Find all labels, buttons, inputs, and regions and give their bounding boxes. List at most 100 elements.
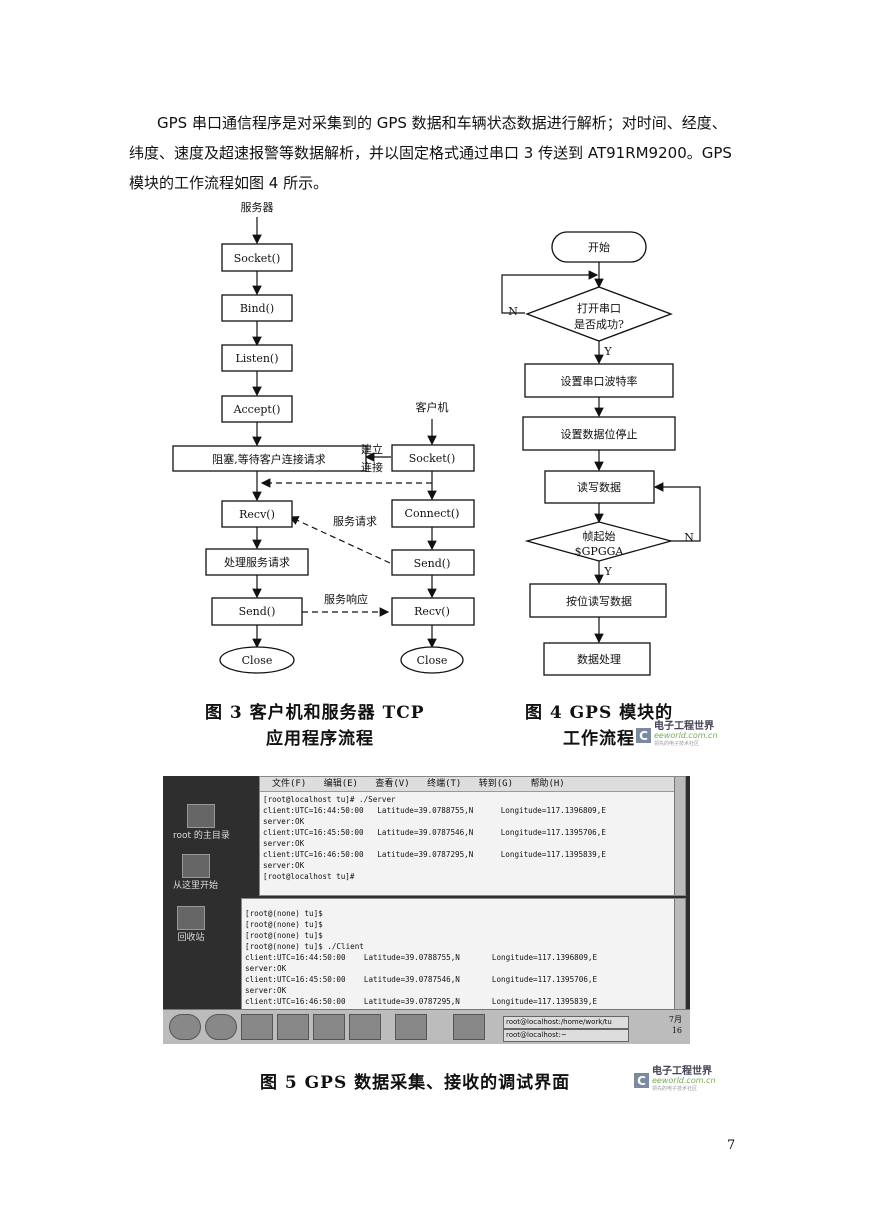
logo-line-1: 电子工程世界: [652, 1067, 716, 1076]
no-label-2: N: [684, 531, 694, 544]
desktop-icon-label: 从这里开始: [173, 878, 218, 891]
yes-label-1: Y: [603, 345, 612, 358]
block-box: 阻塞,等待客户连接请求: [212, 452, 326, 466]
desktop-icon-label: root 的主目录: [173, 828, 230, 841]
eeworld-logo-icon: C: [636, 728, 651, 743]
yes-label-2: Y: [603, 565, 612, 578]
clock-month: 7月: [669, 1014, 682, 1025]
data-process-box: 数据处理: [577, 652, 621, 666]
client-scrollbar[interactable]: [674, 899, 685, 1009]
logo-line-2: eeworld.com.cn: [652, 1076, 716, 1085]
figure-5-screenshot: root 的主目录 从这里开始 回收站 文件(F) 编辑(E) 查看(V) 终端…: [163, 776, 690, 1044]
editor-icon[interactable]: [349, 1014, 381, 1040]
establish-label-1: 建立: [361, 442, 383, 456]
desktop-icon-start[interactable]: 从这里开始: [173, 854, 218, 891]
terminal-icon[interactable]: [395, 1014, 427, 1040]
bind-box: Bind(): [240, 302, 274, 315]
office-icon[interactable]: [277, 1014, 309, 1040]
menu-view[interactable]: 查看(V): [375, 779, 409, 789]
service-response-label: 服务响应: [324, 592, 368, 606]
terminal-line: client:UTC=16:45:50:00 Latitude=39.07875…: [245, 974, 673, 985]
taskbar-task-2[interactable]: root@localhost:~: [503, 1029, 629, 1042]
figure-3-caption-line-1: 图 3 客户机和服务器 TCP: [205, 698, 425, 723]
terminal-line: client:UTC=16:46:50:00 Latitude=39.07872…: [263, 849, 673, 860]
client-label: 客户机: [416, 400, 449, 414]
service-request-label: 服务请求: [333, 515, 377, 528]
client-terminal-window[interactable]: [root@(none) tu]$ [root@(none) tu]$ [roo…: [241, 898, 686, 1010]
set-bits-box: 设置数据位停止: [561, 427, 638, 441]
logo-line-2: eeworld.com.cn: [654, 731, 718, 740]
taskbar: root@localhost:/home/work/tu root@localh…: [163, 1009, 690, 1044]
terminal-prompt[interactable]: [root@localhost tu]#: [263, 871, 673, 882]
figure-4-caption-line-2: 工作流程: [563, 724, 635, 749]
open-port-text-1: 打开串口: [577, 301, 621, 315]
terminal-line: server:OK: [263, 816, 673, 827]
printer-icon[interactable]: [313, 1014, 345, 1040]
clock: 7月 16: [669, 1014, 682, 1036]
terminal-line: server:OK: [263, 860, 673, 871]
bitwise-box: 按位读写数据: [566, 594, 632, 608]
establish-label-2: 连接: [361, 461, 383, 474]
terminal-line: client:UTC=16:46:50:00 Latitude=39.07872…: [245, 996, 673, 1007]
menu-terminal[interactable]: 终端(T): [427, 779, 461, 789]
menu-help[interactable]: 帮助(H): [530, 779, 564, 789]
terminal-line: client:UTC=16:44:50:00 Latitude=39.07887…: [245, 952, 673, 963]
client-send-box: Send(): [414, 557, 451, 570]
desktop-icon-label: 回收站: [177, 930, 204, 943]
terminal-line: server:OK: [245, 963, 673, 974]
figure-5-caption: 图 5 GPS 数据采集、接收的调试界面: [260, 1068, 570, 1093]
terminal-menu-bar: 文件(F) 编辑(E) 查看(V) 终端(T) 转到(G) 帮助(H): [260, 777, 685, 792]
frame-text-1: 帧起始: [583, 529, 616, 543]
socket-box: Socket(): [234, 252, 281, 265]
process-box: 处理服务请求: [224, 556, 290, 569]
eeworld-logo: C 电子工程世界 eeworld.com.cn 领先的电子技术社区: [636, 722, 718, 749]
recv-box: Recv(): [239, 508, 275, 521]
frame-text-2: $GPGGA: [575, 545, 625, 558]
client-close-oval: Close: [417, 654, 448, 667]
desktop-icon-trash[interactable]: 回收站: [177, 906, 205, 943]
trash-icon: [177, 906, 205, 930]
taskbar-task-1[interactable]: root@localhost:/home/work/tu: [503, 1016, 629, 1029]
no-label-1: N: [508, 305, 518, 318]
figure-4-gps-flowchart: 开始 打开串口 是否成功? N Y 设置串口波特率 设置数据位停止 读写数据 帧…: [495, 225, 720, 685]
close-oval: Close: [242, 654, 273, 667]
browser-icon[interactable]: [205, 1014, 237, 1040]
accept-box: Accept(): [233, 403, 281, 416]
server-terminal-window[interactable]: 文件(F) 编辑(E) 查看(V) 终端(T) 转到(G) 帮助(H) [roo…: [259, 776, 686, 896]
terminal-line: [root@(none) tu]$: [245, 930, 673, 941]
terminal-line: [root@(none) tu]$: [245, 919, 673, 930]
open-port-text-2: 是否成功?: [574, 318, 624, 331]
menu-file[interactable]: 文件(F): [272, 779, 306, 789]
logo-line-3: 领先的电子技术社区: [654, 740, 718, 749]
set-baud-box: 设置串口波特率: [561, 374, 638, 388]
terminal-launcher-icon[interactable]: [453, 1014, 485, 1040]
body-paragraph: GPS 串口通信程序是对采集到的 GPS 数据和车辆状态数据进行解析；对时间、经…: [129, 108, 741, 198]
eeworld-logo-2: C 电子工程世界 eeworld.com.cn 领先的电子技术社区: [634, 1067, 716, 1094]
server-label: 服务器: [241, 201, 274, 214]
page-number: 7: [727, 1138, 735, 1153]
client-socket-box: Socket(): [409, 452, 456, 465]
menu-go[interactable]: 转到(G): [479, 779, 513, 789]
figure-3-caption-line-2: 应用程序流程: [266, 724, 374, 749]
menu-edit[interactable]: 编辑(E): [324, 779, 358, 789]
terminal-line: [root@localhost tu]# ./Server: [263, 794, 673, 805]
listen-box: Listen(): [235, 352, 278, 365]
send-box: Send(): [239, 605, 276, 618]
logo-line-3: 领先的电子技术社区: [652, 1085, 716, 1094]
terminal-line: client:UTC=16:44:50:00 Latitude=39.07887…: [263, 805, 673, 816]
terminal-line: [root@(none) tu]$: [245, 908, 673, 919]
server-scrollbar[interactable]: [674, 777, 685, 895]
start-menu-icon[interactable]: [169, 1014, 201, 1040]
figure-3-tcp-flowchart: 服务器 Socket() Bind() Listen() Accept() 阻塞…: [160, 195, 490, 685]
mail-icon[interactable]: [241, 1014, 273, 1040]
terminal-line: client:UTC=16:45:50:00 Latitude=39.07875…: [263, 827, 673, 838]
client-output: [root@(none) tu]$ [root@(none) tu]$ [roo…: [245, 908, 673, 1007]
home-folder-icon: [187, 804, 215, 828]
paragraph-text: GPS 串口通信程序是对采集到的 GPS 数据和车辆状态数据进行解析；对时间、经…: [129, 108, 741, 198]
eeworld-logo-icon: C: [634, 1073, 649, 1088]
desktop-icon-home[interactable]: root 的主目录: [173, 804, 230, 841]
terminal-line: server:OK: [245, 985, 673, 996]
logo-line-1: 电子工程世界: [654, 722, 718, 731]
terminal-line: server:OK: [263, 838, 673, 849]
figure-4-caption-line-1: 图 4 GPS 模块的: [525, 698, 673, 723]
